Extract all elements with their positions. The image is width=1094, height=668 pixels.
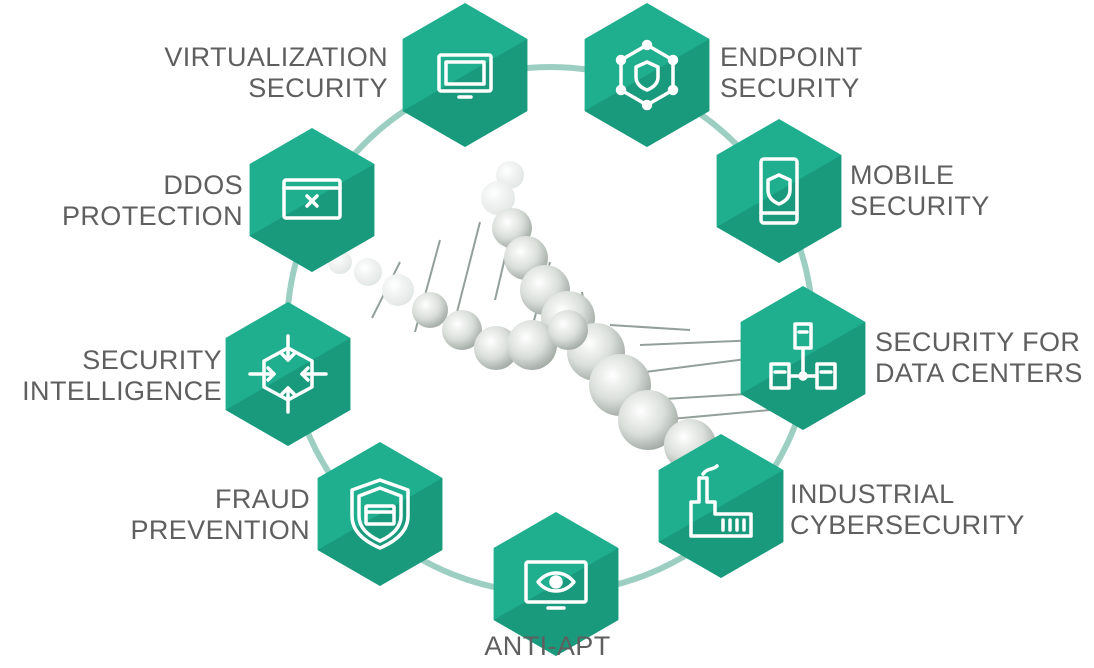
eye-monitor-icon — [524, 560, 588, 610]
label-line: PROTECTION — [61, 201, 243, 231]
hexagon-shade — [658, 470, 784, 578]
network-shield-icon — [615, 39, 679, 111]
label-line: INTELLIGENCE — [22, 376, 222, 406]
label-fraud-prevention[interactable]: FRAUD PREVENTION — [110, 484, 310, 546]
hexagon-shade — [716, 155, 842, 263]
label-line: ANTI-APT — [484, 631, 611, 661]
servers-icon — [769, 322, 837, 390]
label-line: SECURITY — [720, 73, 860, 103]
dna-helix — [328, 161, 781, 471]
hexagon-mobile-security[interactable] — [716, 119, 842, 263]
label-security-intelligence[interactable]: SECURITY INTELLIGENCE — [0, 345, 222, 407]
card-shield-icon — [350, 478, 410, 550]
hexagon-shade — [584, 39, 710, 147]
label-industrial-cybersecurity[interactable]: INDUSTRIAL CYBERSECURITY — [790, 479, 1040, 541]
hexagon-ddos-protection[interactable] — [249, 128, 375, 272]
label-endpoint-security[interactable]: ENDPOINT SECURITY — [720, 42, 920, 104]
label-line: SECURITY — [850, 191, 990, 221]
window-close-icon — [282, 178, 342, 220]
crosshair-icon — [248, 334, 328, 414]
label-line: DATA CENTERS — [875, 358, 1083, 388]
hexagon-endpoint-security[interactable] — [584, 3, 710, 147]
monitor-icon — [437, 53, 493, 99]
label-line: MOBILE — [850, 160, 955, 190]
label-line: SECURITY FOR — [875, 327, 1081, 357]
hexagon-fraud-prevention[interactable] — [317, 442, 443, 586]
label-virtualization-security[interactable]: VIRTUALIZATION SECURITY — [110, 42, 388, 104]
label-line: ENDPOINT — [720, 42, 863, 72]
label-line: DDOS — [163, 170, 243, 200]
hexagon-shade — [317, 478, 443, 586]
label-ddos-protection[interactable]: DDOS PROTECTION — [40, 170, 243, 232]
hexagon-shade — [402, 39, 528, 147]
label-line: SECURITY — [248, 73, 388, 103]
label-line: SECURITY — [82, 345, 222, 375]
label-line: PREVENTION — [130, 515, 310, 545]
hexagon-virtualization-security[interactable] — [402, 3, 528, 147]
hexagon-industrial-cybersecurity[interactable] — [658, 434, 784, 578]
hexagon-security-intelligence[interactable] — [225, 302, 351, 446]
label-mobile-security[interactable]: MOBILE SECURITY — [850, 160, 1050, 222]
label-line: INDUSTRIAL — [790, 479, 955, 509]
label-line: CYBERSECURITY — [790, 510, 1025, 540]
label-line: VIRTUALIZATION — [164, 42, 388, 72]
hexagon-security-for-data-centers[interactable] — [740, 286, 866, 430]
label-security-for-data-centers[interactable]: SECURITY FOR DATA CENTERS — [875, 327, 1090, 389]
label-line: FRAUD — [215, 484, 310, 514]
factory-icon — [689, 464, 753, 538]
label-anti-apt[interactable]: ANTI-APT — [460, 631, 635, 662]
hexagon-anti-apt[interactable] — [493, 512, 619, 656]
mobile-shield-icon — [759, 157, 799, 225]
